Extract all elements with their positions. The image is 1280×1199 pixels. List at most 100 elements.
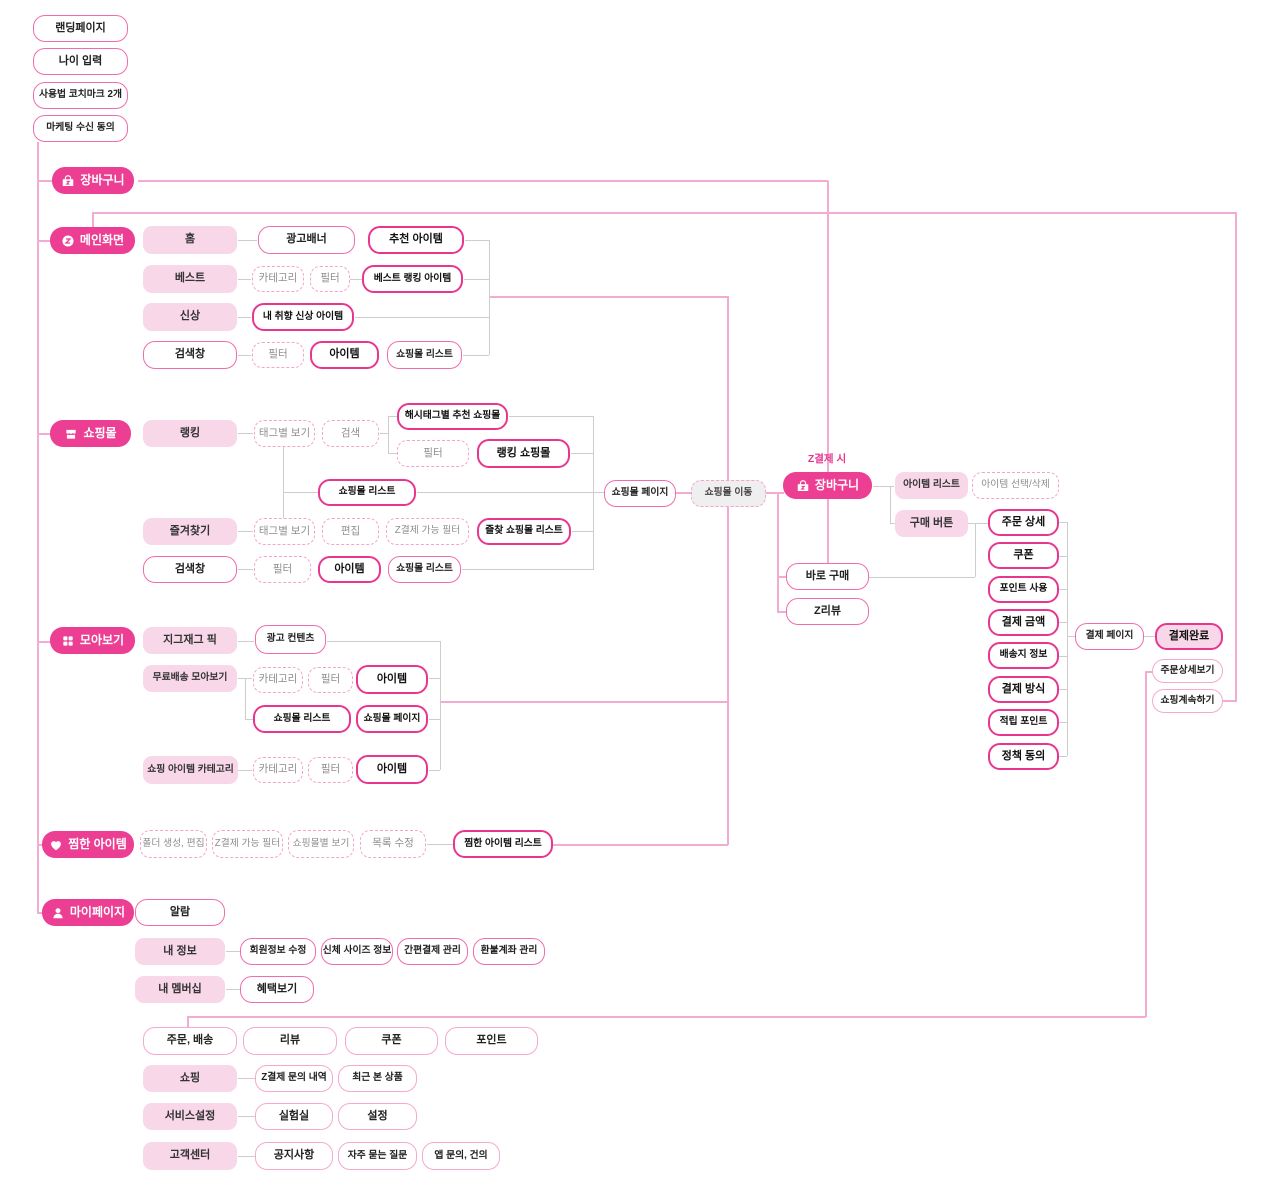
item-select-delete: 아이템 선택/삭제	[972, 472, 1059, 499]
customer-center: 고객센터	[143, 1142, 237, 1170]
ad-banner: 광고배너	[258, 226, 355, 254]
my-info: 내 정보	[135, 938, 225, 965]
connector-line	[380, 433, 388, 435]
connector-line	[1059, 556, 1067, 558]
connector-line	[238, 531, 253, 533]
storefront-icon	[64, 427, 78, 441]
section-main-label: 메인화면	[79, 233, 125, 248]
connector-line	[509, 416, 593, 418]
person-icon	[51, 906, 65, 920]
connector-line	[1145, 671, 1153, 673]
connector-line	[1235, 212, 1237, 702]
fav-edit-label: 편집	[340, 524, 361, 537]
marketing-consent: 마케팅 수신 동의	[33, 115, 128, 142]
home: 홈	[143, 226, 237, 254]
item-select-delete-label: 아이템 선택/삭제	[981, 479, 1050, 491]
alarm: 알람	[135, 899, 225, 926]
folder-create-edit-label: 폴더 생성, 편집	[142, 837, 205, 849]
recent-viewed-label: 최근 본 상품	[352, 1072, 403, 1084]
collect-filter-2: 필터	[308, 757, 353, 783]
connector-line	[37, 641, 51, 643]
ranking-search: 검색	[322, 420, 379, 447]
app-inquiry: 앱 문의, 건의	[422, 1142, 500, 1170]
new-arrival: 신상	[143, 303, 237, 331]
connector-line	[238, 355, 251, 357]
connector-line	[777, 611, 787, 613]
policy-agree-label: 정책 동의	[1001, 749, 1046, 762]
connector-line	[1059, 656, 1067, 658]
z-circle-icon	[61, 234, 75, 248]
collect-mall-page-label: 쇼핑몰 페이지	[363, 712, 421, 724]
cart-zpay-label: 장바구니	[814, 478, 860, 493]
hashtag-recommend-mall: 해시태그별 추천 쇼핑몰	[397, 403, 508, 430]
fav-mall-list-label: 즐찾 쇼핑몰 리스트	[485, 525, 563, 537]
shipping-info: 배송지 정보	[988, 642, 1059, 669]
connector-line	[37, 240, 51, 242]
reward-point: 적립 포인트	[988, 709, 1059, 736]
collect-item-1: 아이템	[356, 665, 428, 694]
ranking-label: 랭킹	[179, 426, 201, 439]
section-wish-label: 찜한 아이템	[68, 837, 127, 852]
notice: 공지사항	[255, 1142, 333, 1170]
member-info-edit: 회원정보 수정	[240, 938, 316, 965]
list-edit-label: 목록 수정	[372, 837, 414, 850]
wish-zpay-filter: Z결제 가능 필터	[212, 830, 283, 858]
ranking-filter-label: 필터	[423, 446, 443, 459]
connector-line	[245, 678, 247, 720]
zigzag-pick-label: 지그재그 픽	[163, 633, 217, 646]
section-wish: 찜한 아이템	[42, 831, 134, 858]
landing-page-label: 랜딩페이지	[55, 21, 106, 34]
mall-list: 쇼핑몰 리스트	[318, 479, 416, 506]
connector-line	[465, 240, 489, 242]
connector-line	[429, 719, 440, 721]
zpay-inquiry-history-label: Z결제 문의 내역	[261, 1072, 327, 1084]
hashtag-recommend-mall-label: 해시태그별 추천 쇼핑몰	[404, 410, 501, 422]
folder-create-edit: 폴더 생성, 편집	[140, 830, 207, 858]
fav-zpay-filter: Z결제 가능 필터	[386, 518, 469, 545]
fav-mall-list: 즐찾 쇼핑몰 리스트	[477, 518, 571, 545]
connector-line	[238, 678, 252, 680]
coachmark: 사용법 코치마크 2개	[33, 82, 128, 109]
heart-icon	[49, 838, 63, 852]
collect-category-2-label: 카테고리	[258, 763, 298, 776]
collect-mall-page: 쇼핑몰 페이지	[356, 705, 428, 733]
service-settings: 서비스설정	[143, 1103, 237, 1130]
connector-line	[388, 416, 397, 418]
connector-line	[777, 493, 779, 612]
direct-buy-label: 바로 구매	[805, 569, 850, 582]
connector-line	[283, 447, 285, 518]
connector-line	[489, 296, 728, 298]
mall-search-mall-list-label: 쇼핑몰 리스트	[396, 563, 453, 575]
wish-by-mall-label: 쇼핑몰별 보기	[292, 837, 350, 849]
age-input-label: 나이 입력	[58, 54, 103, 67]
connector-line	[37, 180, 53, 182]
best-ranking-item: 베스트 랭킹 아이템	[362, 265, 463, 293]
connector-line	[37, 912, 43, 914]
shopping: 쇼핑	[143, 1065, 237, 1092]
collect-filter-1: 필터	[308, 667, 353, 693]
ranking-mall-label: 랭킹 쇼핑몰	[496, 446, 551, 459]
main-searchbar: 검색창	[143, 341, 237, 369]
connector-line	[827, 181, 829, 473]
connector-line	[464, 279, 489, 281]
connector-line	[92, 212, 94, 228]
main-search-mall-list-label: 쇼핑몰 리스트	[396, 348, 453, 360]
reward-point-label: 적립 포인트	[999, 716, 1048, 728]
collect-mall-list-label: 쇼핑몰 리스트	[273, 712, 331, 724]
mall-search-item: 아이템	[318, 556, 381, 583]
connector-line	[388, 416, 390, 454]
pay-page-label: 결제 페이지	[1085, 630, 1134, 642]
policy-agree: 정책 동의	[988, 743, 1059, 770]
wish-item-list-label: 찜한 아이템 리스트	[464, 837, 542, 849]
continue-shopping: 쇼핑계속하기	[1152, 689, 1223, 713]
review-label: 리뷰	[279, 1034, 301, 1047]
connector-line	[440, 701, 728, 703]
section-mypage-label: 마이페이지	[69, 905, 126, 920]
connector-line	[676, 492, 692, 494]
main-search-item: 아이템	[310, 341, 379, 369]
connector-line	[187, 1016, 189, 1028]
fav-tag-view: 태그별 보기	[254, 518, 315, 545]
order-detail-view: 주문상세보기	[1152, 659, 1223, 683]
lab-label: 실험실	[278, 1109, 310, 1122]
section-mypage: 마이페이지	[42, 899, 134, 926]
